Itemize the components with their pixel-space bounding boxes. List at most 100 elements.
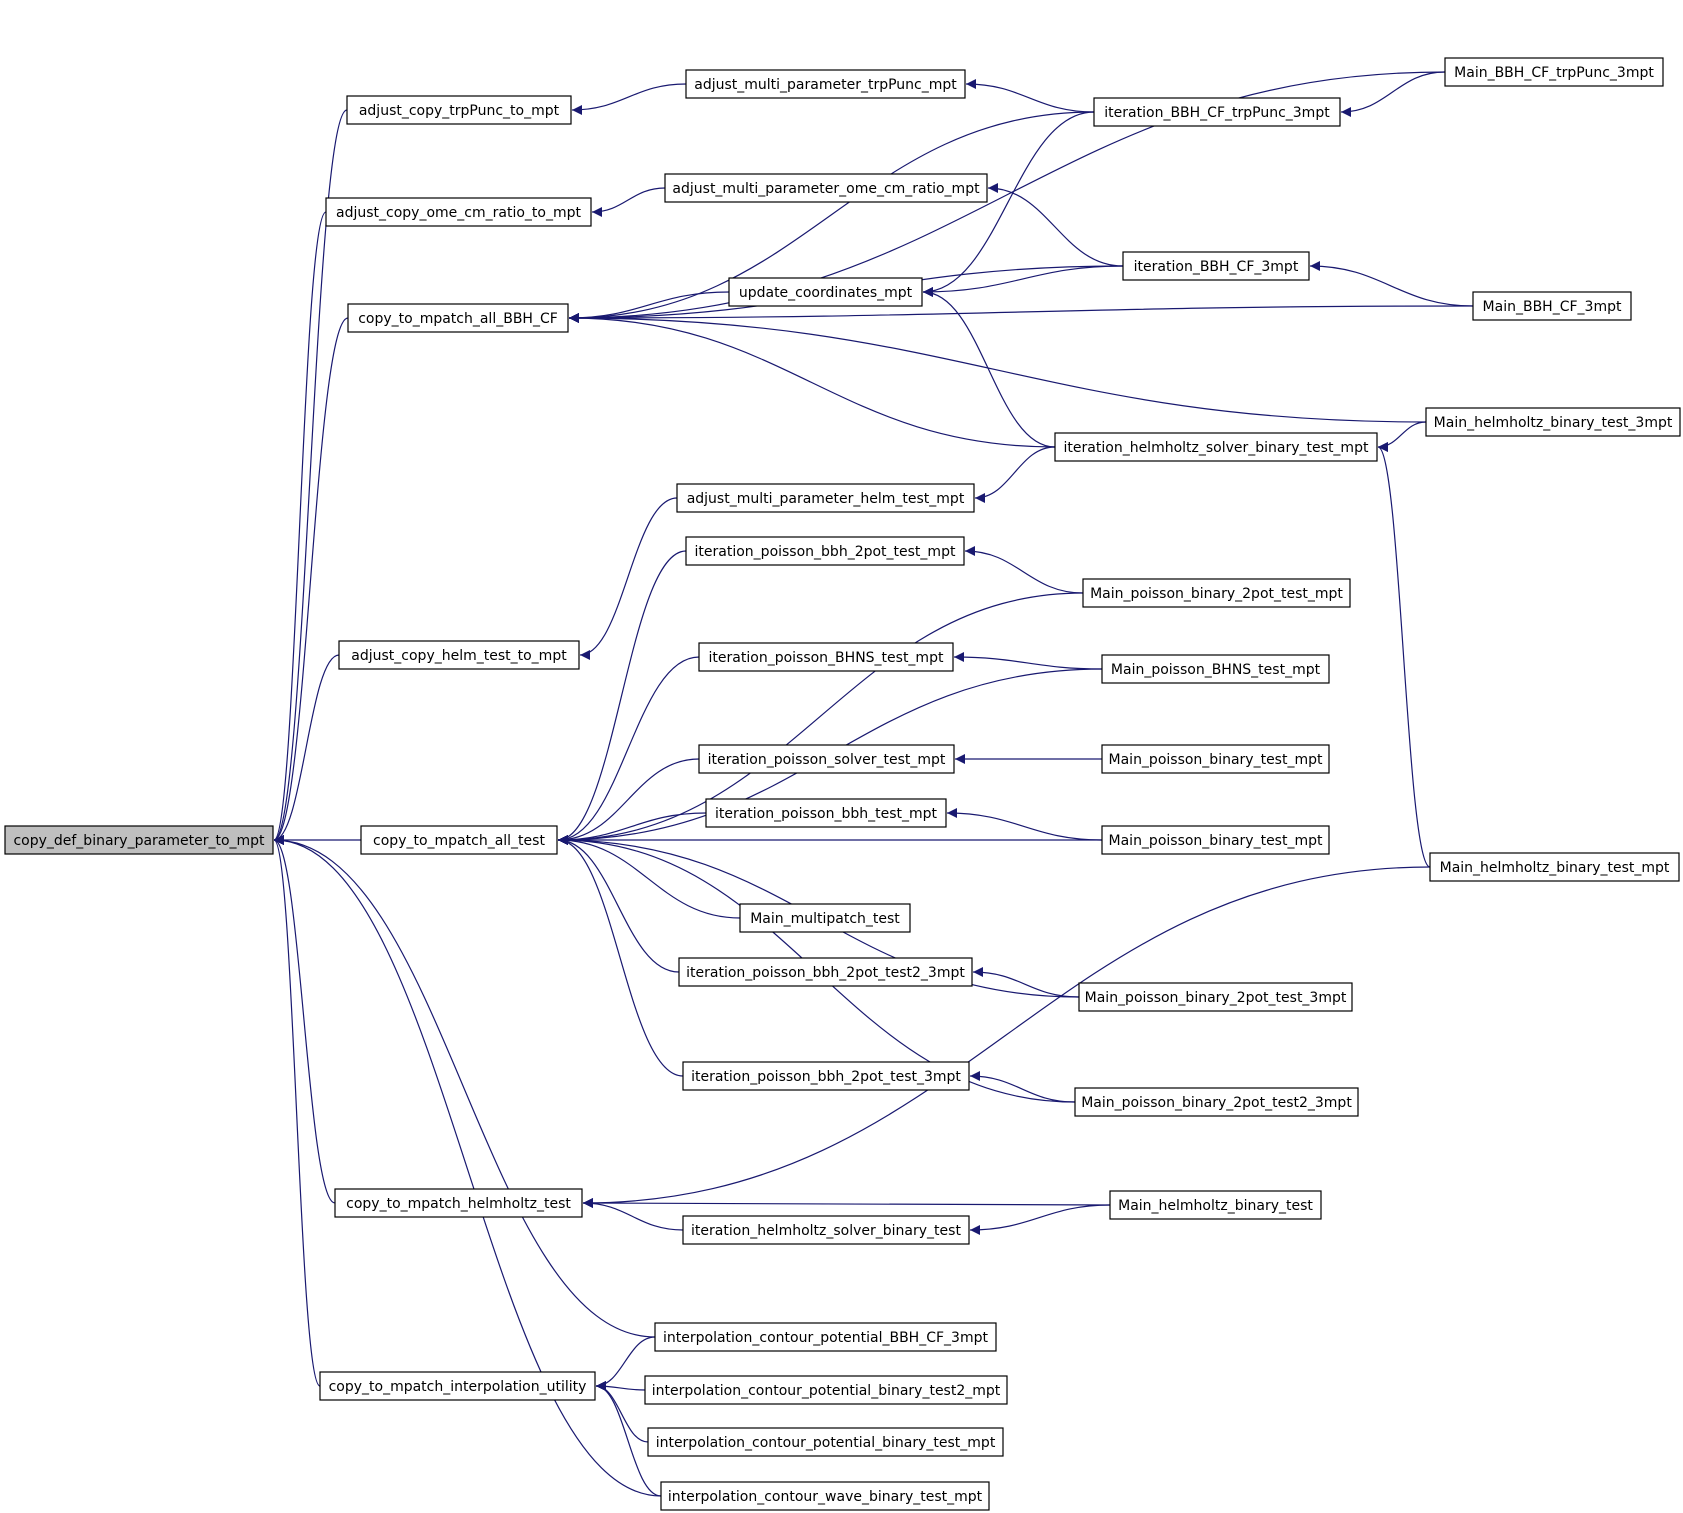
node-box [676, 483, 975, 513]
edge-cp_helm-to-root [273, 835, 336, 1204]
node-it_bbh[interactable]: iteration_BBH_CF_3mpt [1122, 251, 1310, 281]
edge-cp_interp-to-root [273, 835, 321, 1387]
edge-it_trp-to-cp_bbh [568, 111, 1095, 323]
node-label: copy_to_mpatch_interpolation_utility [329, 1379, 587, 1395]
node-label: adjust_copy_helm_test_to_mpt [351, 648, 567, 664]
node-box [360, 825, 558, 855]
node-box [644, 1375, 1008, 1405]
node-m_hbt3[interactable]: Main_helmholtz_binary_test_3mpt [1425, 407, 1681, 437]
node-ip_2pot_3[interactable]: iteration_poisson_bbh_2pot_test_3mpt [682, 1061, 970, 1091]
edge-m_hbt-to-ih_solver [969, 1204, 1111, 1235]
node-ip_2pot2_3[interactable]: iteration_poisson_bbh_2pot_test2_3mpt [678, 957, 973, 987]
node-ip_2pot[interactable]: iteration_poisson_bbh_2pot_test_mpt [685, 536, 965, 566]
node-box [1078, 982, 1353, 1012]
node-label: Main_BBH_CF_3mpt [1483, 299, 1622, 315]
edge-m_hbtm-to-cp_helm [582, 866, 1431, 1208]
edge-m_hbt3-to-it_helm [1377, 421, 1427, 452]
node-icp_t[interactable]: interpolation_contour_potential_binary_t… [647, 1427, 1004, 1457]
node-label: adjust_copy_ome_cm_ratio_to_mpt [336, 205, 581, 221]
node-adj_helm[interactable]: adjust_copy_helm_test_to_mpt [338, 640, 580, 670]
edge-adj_helm-to-root [273, 654, 340, 845]
node-main_multi[interactable]: Main_multipatch_test [739, 903, 911, 933]
edge-m_p2pot-to-ip_2pot [964, 546, 1084, 594]
node-box [1054, 432, 1378, 462]
edge-m_pbt2-to-ip_bbh [946, 808, 1103, 841]
edge-it_bbh-to-upd [922, 265, 1124, 297]
node-icp_bbh[interactable]: interpolation_contour_potential_BBH_CF_3… [654, 1322, 997, 1352]
node-m_pbt2[interactable]: Main_poisson_binary_test_mpt [1101, 825, 1330, 855]
node-box [682, 1215, 970, 1245]
node-box [664, 173, 988, 203]
node-label: Main_poisson_binary_test_mpt [1109, 752, 1323, 768]
node-box [346, 95, 572, 125]
node-ip_bhns[interactable]: iteration_poisson_BHNS_test_mpt [698, 642, 954, 672]
node-box [739, 903, 911, 933]
node-it_helm[interactable]: iteration_helmholtz_solver_binary_test_m… [1054, 432, 1378, 462]
node-label: Main_helmholtz_binary_test_3mpt [1434, 415, 1673, 431]
edge-ih_solver-to-cp_helm [582, 1198, 684, 1231]
node-m_hbtm[interactable]: Main_helmholtz_binary_test_mpt [1429, 852, 1680, 882]
edge-ip_2pot_3-to-cp_test [557, 835, 684, 1077]
node-label: copy_def_binary_parameter_to_mpt [13, 833, 265, 849]
node-cp_helm[interactable]: copy_to_mpatch_helmholtz_test [334, 1188, 583, 1218]
node-box [338, 640, 580, 670]
edge-it_bbh-to-amp_ome [987, 183, 1124, 267]
node-m_p2pot[interactable]: Main_poisson_binary_2pot_test_mpt [1082, 578, 1351, 608]
edge-icp_bbh-to-root [273, 835, 656, 1338]
node-label: iteration_poisson_solver_test_mpt [708, 752, 946, 768]
edge-m_pbhns-to-ip_bhns [953, 652, 1103, 670]
edge-adj_trp-to-root [273, 109, 348, 845]
node-box [1472, 291, 1632, 321]
edge-icp_t-to-cp_interp [595, 1381, 649, 1443]
node-icp_t2[interactable]: interpolation_contour_potential_binary_t… [644, 1375, 1008, 1405]
node-ip_solver[interactable]: iteration_poisson_solver_test_mpt [698, 744, 955, 774]
node-label: iteration_helmholtz_solver_binary_test_m… [1064, 440, 1369, 456]
node-label: Main_helmholtz_binary_test_mpt [1440, 860, 1670, 876]
node-ip_bbh[interactable]: iteration_poisson_bbh_test_mpt [705, 798, 947, 828]
edge-m_hbtm-to-it_helm [1377, 442, 1431, 868]
node-box [685, 536, 965, 566]
node-cp_interp[interactable]: copy_to_mpatch_interpolation_utility [319, 1371, 596, 1401]
node-box [4, 825, 274, 855]
node-label: Main_poisson_binary_2pot_test_mpt [1090, 586, 1343, 602]
node-label: adjust_multi_parameter_helm_test_mpt [687, 491, 965, 507]
node-box [1444, 57, 1664, 87]
node-m_trp[interactable]: Main_BBH_CF_trpPunc_3mpt [1444, 57, 1664, 87]
edge-ip_2pot2_3-to-cp_test [557, 835, 680, 973]
node-label: Main_poisson_binary_test_mpt [1109, 833, 1323, 849]
node-box [1101, 744, 1330, 774]
edge-m_trp-to-cp_bbh [568, 71, 1446, 323]
node-amp_helm[interactable]: adjust_multi_parameter_helm_test_mpt [676, 483, 975, 513]
node-label: update_coordinates_mpt [739, 285, 913, 301]
node-cp_test[interactable]: copy_to_mpatch_all_test [360, 825, 558, 855]
node-icw_t[interactable]: interpolation_contour_wave_binary_test_m… [660, 1481, 990, 1511]
node-m_pbt1[interactable]: Main_poisson_binary_test_mpt [1101, 744, 1330, 774]
node-cp_bbh[interactable]: copy_to_mpatch_all_BBH_CF [347, 303, 569, 333]
node-it_trp[interactable]: iteration_BBH_CF_trpPunc_3mpt [1093, 97, 1341, 127]
node-label: copy_to_mpatch_helmholtz_test [346, 1196, 571, 1212]
node-m_p2pot3[interactable]: Main_poisson_binary_2pot_test_3mpt [1078, 982, 1353, 1012]
node-adj_ome[interactable]: adjust_copy_ome_cm_ratio_to_mpt [325, 197, 592, 227]
node-label: interpolation_contour_potential_binary_t… [656, 1435, 996, 1451]
node-label: adjust_multi_parameter_ome_cm_ratio_mpt [672, 181, 980, 197]
node-label: Main_helmholtz_binary_test [1118, 1198, 1313, 1214]
node-label: interpolation_contour_potential_binary_t… [652, 1383, 1001, 1399]
node-adj_trp[interactable]: adjust_copy_trpPunc_to_mpt [346, 95, 572, 125]
node-m_bbh[interactable]: Main_BBH_CF_3mpt [1472, 291, 1632, 321]
node-m_hbt[interactable]: Main_helmholtz_binary_test [1109, 1190, 1322, 1220]
node-box [678, 957, 973, 987]
node-amp_trp[interactable]: adjust_multi_parameter_trpPunc_mpt [685, 69, 966, 99]
node-root[interactable]: copy_def_binary_parameter_to_mpt [4, 825, 274, 855]
nodes-layer: copy_def_binary_parameter_to_mpt adjust_c… [4, 57, 1681, 1511]
node-ih_solver[interactable]: iteration_helmholtz_solver_binary_test [682, 1215, 970, 1245]
edge-m_hbt-to-cp_helm [582, 1198, 1111, 1209]
edge-m_p2pot-to-cp_test [557, 592, 1084, 845]
node-m_pbhns[interactable]: Main_poisson_BHNS_test_mpt [1101, 654, 1330, 684]
node-box [660, 1481, 990, 1511]
node-upd[interactable]: update_coordinates_mpt [728, 277, 923, 307]
node-amp_ome[interactable]: adjust_multi_parameter_ome_cm_ratio_mpt [664, 173, 988, 203]
edge-m_p2pot2_3-to-ip_2pot_3 [969, 1071, 1076, 1103]
node-box [728, 277, 923, 307]
node-box [698, 744, 955, 774]
node-m_p2pot2_3[interactable]: Main_poisson_binary_2pot_test2_3mpt [1074, 1087, 1359, 1117]
